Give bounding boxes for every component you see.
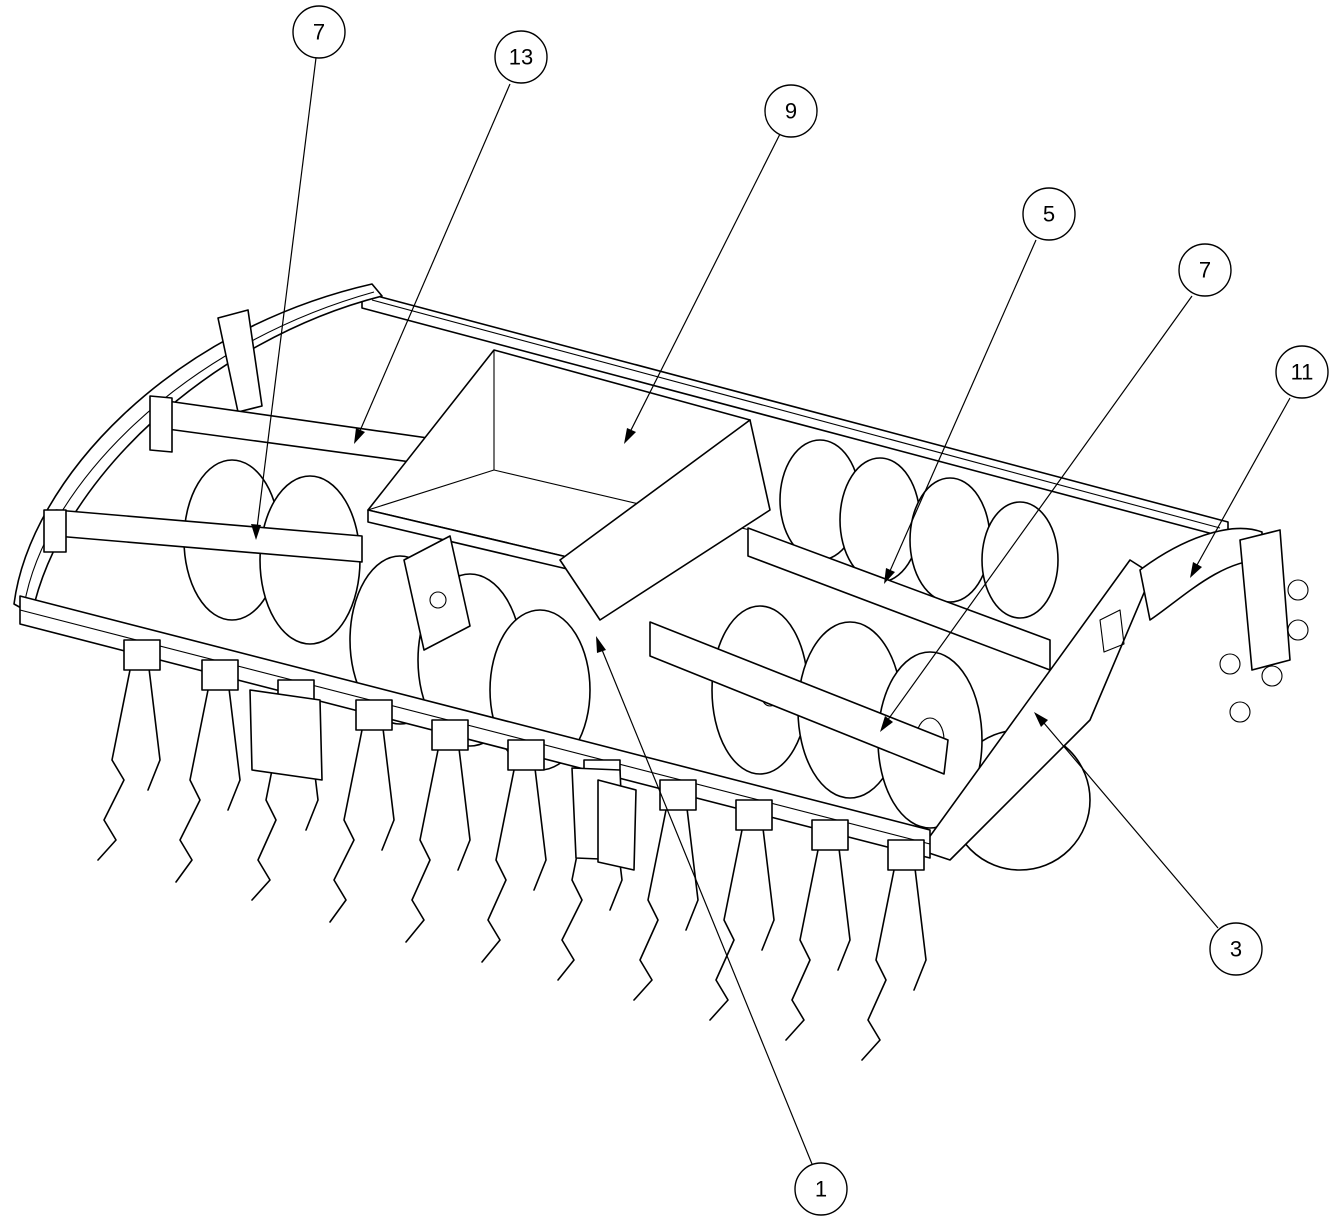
- spring-tines: [97, 659, 927, 1061]
- callout-7-left: 7: [292, 5, 346, 59]
- callout-3: 3: [1209, 922, 1263, 976]
- arrowhead-7-right: [880, 716, 893, 732]
- machine-illustration: [13, 283, 1309, 1061]
- callout-11: 11: [1275, 345, 1329, 399]
- left-side-frame: [13, 283, 383, 615]
- callout-5: 5: [1022, 187, 1076, 241]
- central-hopper: [367, 349, 771, 621]
- front-toolbar: [19, 595, 931, 859]
- arrowhead-5: [884, 568, 895, 584]
- left-discs: [183, 459, 591, 771]
- arrowhead-7-left: [251, 524, 261, 540]
- leader-7-left: [255, 57, 317, 537]
- rear-discs: [779, 439, 1091, 871]
- callout-number: 9: [785, 99, 797, 124]
- callout-number: 7: [1199, 258, 1211, 283]
- leader-9: [625, 133, 781, 441]
- right-frame-plate: [919, 527, 1309, 861]
- callout-number: 11: [1291, 360, 1314, 385]
- callout-number: 3: [1230, 937, 1242, 962]
- callout-number: 7: [313, 20, 325, 45]
- leader-3: [1037, 715, 1219, 929]
- callout-balloons: 7 13 9 5 7 11 3 1: [292, 5, 1329, 1216]
- callout-number: 13: [509, 45, 533, 70]
- arrowhead-9: [624, 428, 636, 444]
- leader-lines: [251, 57, 1291, 1165]
- callout-13: 13: [494, 30, 548, 84]
- leader-13: [355, 83, 511, 441]
- center-brackets: [249, 535, 637, 871]
- callout-1: 1: [794, 1162, 848, 1216]
- arrowhead-3: [1034, 712, 1048, 727]
- callout-number: 5: [1043, 202, 1055, 227]
- callout-9: 9: [764, 84, 818, 138]
- callout-7-right: 7: [1178, 243, 1232, 297]
- leader-7-right: [881, 295, 1193, 729]
- callout-number: 1: [815, 1177, 827, 1202]
- arrowhead-13: [354, 428, 365, 444]
- leader-1: [597, 639, 813, 1165]
- leader-11: [1191, 397, 1291, 575]
- arrowhead-11: [1190, 562, 1202, 578]
- leader-5: [885, 239, 1037, 581]
- right-lower-diagonal-beam: [649, 621, 949, 775]
- arrowhead-1: [596, 636, 606, 653]
